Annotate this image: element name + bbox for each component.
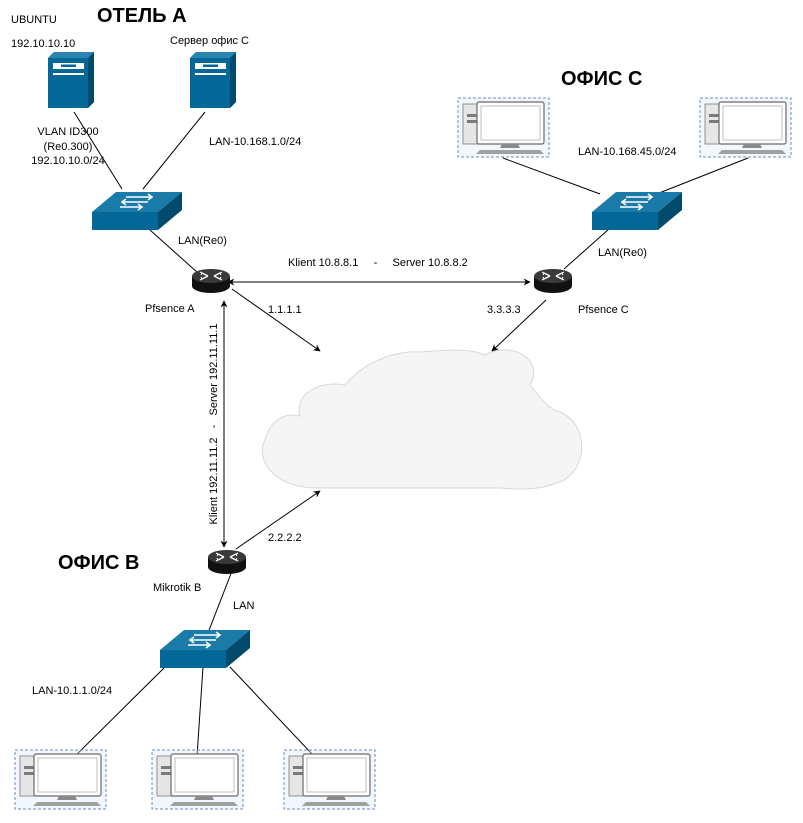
office-c-server-label: Сервер офис С <box>170 35 249 47</box>
heading-office-c: ОФИС С <box>561 68 642 90</box>
hotel-a-lan-label: LAN-10.168.1.0/24 <box>209 136 301 148</box>
vlan-subif-label: (Re0.300) <box>44 141 93 153</box>
vlan-subnet-label: 192.10.10.0/24 <box>31 155 104 167</box>
pc-b2-icon[interactable] <box>151 749 244 810</box>
link-router-b-switch-b <box>205 570 233 639</box>
link-pc-c2-switch-c <box>653 157 749 196</box>
link-router-b-internet <box>235 490 321 550</box>
ubuntu-ip: 192.10.10.10 <box>11 38 75 50</box>
office-c-server-icon[interactable] <box>190 52 236 108</box>
link-router-c-internet <box>491 299 547 352</box>
office-c-lan-label: LAN-10.168.45.0/24 <box>578 146 676 158</box>
heading-office-b: ОФИС В <box>58 552 139 574</box>
switch-b-lan-label: LAN <box>233 600 254 612</box>
internet-cloud <box>261 349 583 490</box>
router-mikrotik-b-icon[interactable] <box>207 549 247 575</box>
link-router-a-internet <box>231 288 321 352</box>
link-server-switch-a <box>142 111 206 190</box>
router-a-name: Pfsence A <box>145 303 195 315</box>
switch-c-icon[interactable] <box>591 191 683 231</box>
link-pc-c1-switch-c <box>502 157 601 195</box>
office-b-lan-label: LAN-10.1.1.0/24 <box>32 685 112 697</box>
link-ubuntu-switch-a <box>73 111 123 190</box>
router-b-wan-ip: 2.2.2.2 <box>268 532 302 544</box>
ubuntu-server-icon[interactable] <box>48 52 94 108</box>
switch-b-icon[interactable] <box>159 629 251 669</box>
switch-c-lan-label: LAN(Re0) <box>598 247 647 259</box>
router-pfsense-a-icon[interactable] <box>191 268 231 294</box>
pc-c1-icon[interactable] <box>457 97 550 158</box>
heading-hotel-a: ОТЕЛЬ А <box>97 5 187 27</box>
router-c-name: Pfsence C <box>578 304 629 316</box>
ubuntu-name: UBUNTU <box>11 14 57 26</box>
pc-b3-icon[interactable] <box>283 749 376 810</box>
pc-b1-icon[interactable] <box>14 749 107 810</box>
router-a-wan-ip: 1.1.1.1 <box>268 304 302 316</box>
switch-a-icon[interactable] <box>91 191 183 231</box>
tunnel-a-b-label: Klient 192.11.11.2 - Server 192.11.11.1 <box>208 324 220 525</box>
router-b-name: Mikrotik B <box>153 582 201 594</box>
link-switch-a-router-a <box>149 229 199 274</box>
router-pfsense-c-icon[interactable] <box>533 268 573 294</box>
link-switch-c-router-c <box>563 228 610 270</box>
pc-c2-icon[interactable] <box>699 97 792 158</box>
router-c-wan-ip: 3.3.3.3 <box>487 304 521 316</box>
tunnel-a-c-label: Klient 10.8.8.1 - Server 10.8.8.2 <box>288 257 468 269</box>
vlan-id-label: VLAN ID300 <box>37 126 98 138</box>
switch-a-lan-label: LAN(Re0) <box>178 235 227 247</box>
